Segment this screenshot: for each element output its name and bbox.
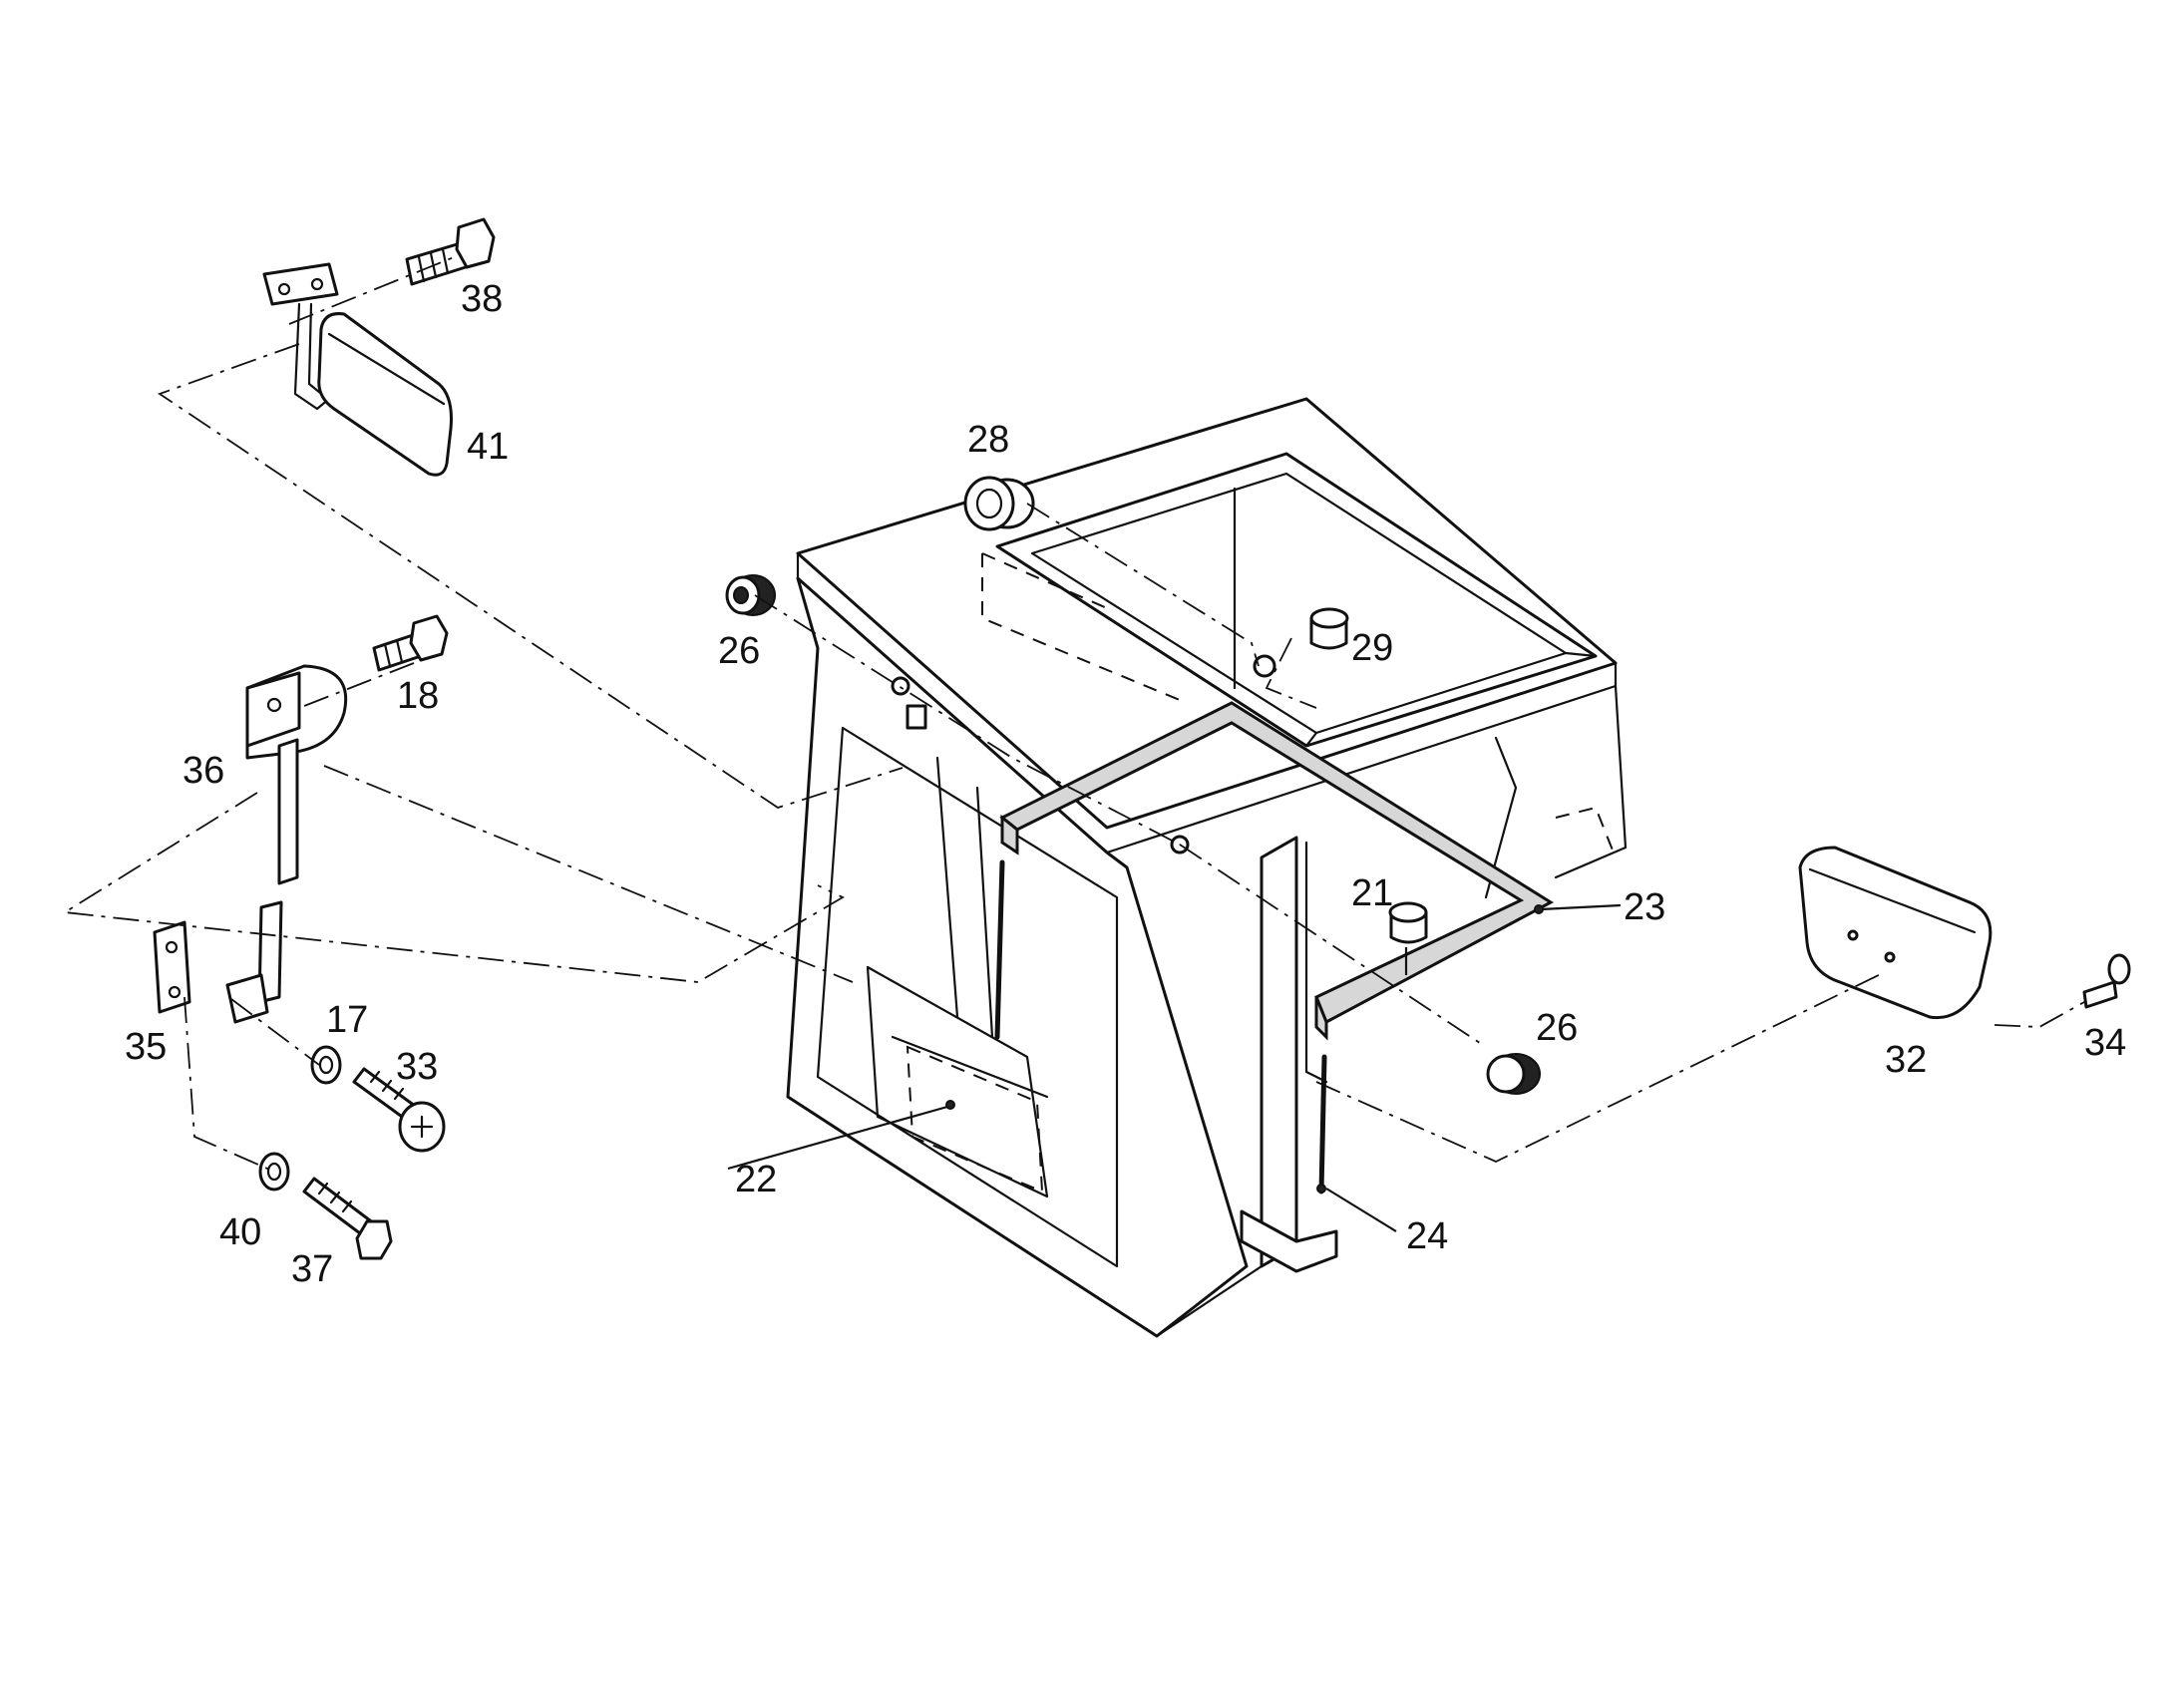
callout-28: 28: [967, 419, 1009, 461]
weather-strip: [994, 859, 1327, 1195]
callout-36: 36: [182, 750, 224, 792]
mirror-41: [262, 262, 453, 477]
callout-32: 32: [1885, 1039, 1927, 1081]
callout-34: 34: [2084, 1022, 2126, 1064]
screw-33: [352, 1067, 446, 1153]
grommet-26-upper: [725, 574, 776, 616]
washer-17: [310, 1045, 342, 1085]
gasket-seal: [999, 701, 1554, 1041]
callout-26-lower: 26: [1536, 1007, 1578, 1049]
callout-37: 37: [291, 1248, 333, 1290]
callout-24: 24: [1406, 1215, 1448, 1257]
callout-18: 18: [397, 675, 439, 717]
callout-labels: 38 41 28 26 29 18 36 21 23 26 32 34 35 1…: [125, 278, 2126, 1290]
cab-frame: [786, 397, 1628, 1338]
bracket-36: [225, 664, 348, 1024]
bolt-38: [405, 217, 496, 286]
callout-17: 17: [326, 999, 368, 1041]
bolt-37: [302, 1177, 393, 1260]
callout-38: 38: [461, 278, 503, 320]
callout-21: 21: [1351, 872, 1393, 914]
callout-41: 41: [467, 426, 509, 468]
frame-fasteners: [891, 654, 1276, 854]
callout-33: 33: [396, 1046, 438, 1088]
bolt-18: [372, 614, 449, 672]
screw-34: [2082, 953, 2131, 1009]
callout-35: 35: [125, 1026, 167, 1068]
callout-29: 29: [1351, 627, 1393, 669]
plug-21: [1388, 901, 1428, 944]
callout-22: 22: [735, 1159, 777, 1200]
callout-40: 40: [219, 1211, 261, 1253]
callout-26-upper: 26: [718, 630, 760, 672]
callout-23: 23: [1624, 886, 1665, 928]
leader-lines: [727, 903, 1622, 1232]
assembly-centerlines: [62, 256, 2085, 1173]
plug-29: [1309, 607, 1349, 650]
grommet-26-lower: [1486, 1053, 1541, 1095]
dome-light-32: [1798, 846, 1993, 1020]
washer-40: [258, 1152, 290, 1192]
grommet-28: [963, 476, 1035, 531]
plate-35: [153, 920, 191, 1014]
